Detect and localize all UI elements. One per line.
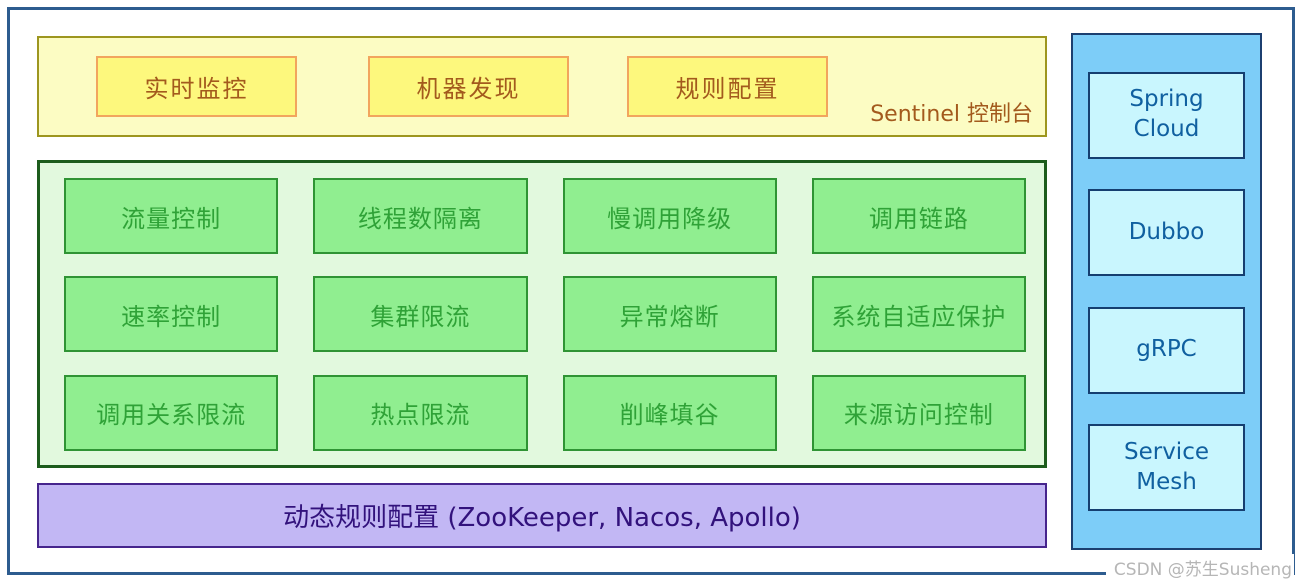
integration-label: Spring Cloud: [1129, 86, 1204, 143]
rule-configuration-box: 规则配置: [627, 56, 828, 117]
integration-label: gRPC: [1136, 336, 1197, 363]
feature-exception-circuit-breaking: 异常熔断: [562, 276, 777, 353]
feature-rate-control: 速率控制: [64, 276, 279, 353]
integration-label: Service Mesh: [1123, 438, 1209, 495]
diagram-frame: 实时监控 机器发现 规则配置 Sentinel 控制台 流量控制 线程数隔离 慢…: [7, 7, 1295, 581]
integration-label: Dubbo: [1128, 218, 1205, 245]
integration-service-mesh: Service Mesh: [1088, 424, 1245, 512]
feature-thread-isolation: 线程数隔离: [313, 178, 528, 254]
core-features-panel: 流量控制 线程数隔离 慢调用降级 调用链路 速率控制 集群限流 异常熔断 系统自…: [37, 160, 1047, 468]
integration-spring-cloud: Spring Cloud: [1088, 71, 1245, 159]
feature-call-chain: 调用链路: [811, 178, 1026, 254]
feature-slow-call-degradation: 慢调用降级: [562, 178, 777, 254]
sentinel-console-label: Sentinel 控制台: [870, 102, 1033, 127]
integration-grpc: gRPC: [1088, 306, 1245, 394]
machine-discovery-box: 机器发现: [368, 56, 569, 117]
feature-system-adaptive-protection: 系统自适应保护: [811, 276, 1026, 353]
feature-peak-shaving: 削峰填谷: [562, 374, 777, 451]
watermark: CSDN @苏生Susheng: [1105, 554, 1294, 581]
integrations-panel: Spring Cloud Dubbo gRPC Service Mesh: [1071, 33, 1262, 550]
feature-hotspot-throttling: 热点限流: [313, 374, 528, 451]
feature-call-relation-throttling: 调用关系限流: [64, 374, 279, 451]
feature-cluster-throttling: 集群限流: [313, 276, 528, 353]
realtime-monitoring-box: 实时监控: [96, 56, 297, 117]
dynamic-rules-bar: 动态规则配置 (ZooKeeper, Nacos, Apollo): [37, 483, 1047, 548]
integration-dubbo: Dubbo: [1088, 189, 1245, 277]
feature-origin-access-control: 来源访问控制: [811, 374, 1026, 451]
feature-flow-control: 流量控制: [64, 178, 279, 254]
sentinel-console-panel: 实时监控 机器发现 规则配置 Sentinel 控制台: [37, 36, 1047, 137]
